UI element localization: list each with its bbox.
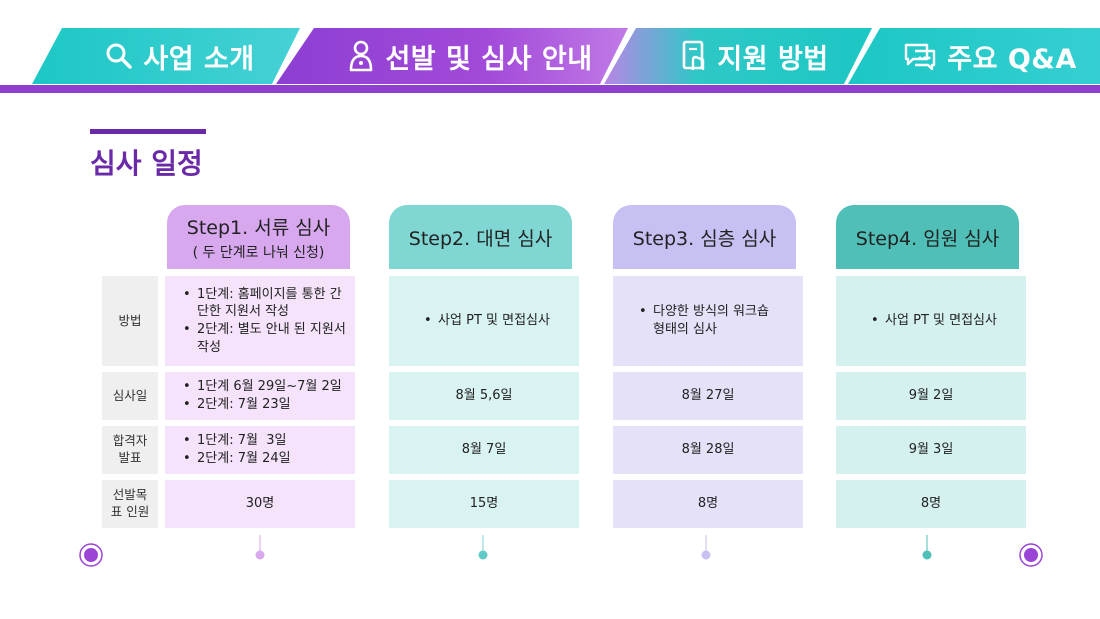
cell-step3-announce: 8월 28일 — [613, 426, 803, 474]
timeline-dot-step2 — [478, 550, 488, 560]
list-item: 2단계: 7월 24일 — [183, 450, 291, 468]
cell-step2-method: 사업 PT 및 면접심사 — [389, 276, 579, 366]
cell-step1-announce: 1단계: 7월 3일 2단계: 7월 24일 — [165, 426, 355, 474]
cell-step2-date: 8월 5,6일 — [389, 372, 579, 420]
tab-how-to-apply[interactable]: 지원 방법 — [660, 28, 850, 84]
chat-icon — [903, 41, 937, 71]
row-label-target: 선발목표 인원 — [102, 480, 158, 528]
row-label-review-date: 심사일 — [102, 372, 158, 420]
step1-title: Step1. 서류 심사 — [186, 216, 331, 239]
tab-selection-review[interactable]: 선발 및 심사 안내 — [330, 28, 610, 84]
cell-step3-method: 다양한 방식의 워크숍 형태의 심사 — [613, 276, 803, 366]
timeline — [79, 535, 1043, 567]
list-item: 1단계: 7월 3일 — [183, 432, 291, 450]
cell-step4-method: 사업 PT 및 면접심사 — [836, 276, 1026, 366]
list-item: 사업 PT 및 면접심사 — [424, 312, 550, 330]
search-icon — [105, 42, 133, 70]
cell-step1-target: 30명 — [165, 480, 355, 528]
list-item: 2단계: 7월 23일 — [183, 396, 342, 414]
row-label-method: 방법 — [102, 276, 158, 366]
section-title: 심사 일정 — [90, 147, 203, 180]
step4-title: Step4. 임원 심사 — [855, 227, 1000, 250]
step1-header: Step1. 서류 심사 ( 두 단계로 나눠 신청) — [167, 205, 350, 269]
tab-business-intro[interactable]: 사업 소개 — [80, 28, 280, 84]
cell-step1-date: 1단계 6월 29일~7월 2일 2단계: 7월 23일 — [165, 372, 355, 420]
step2-header: Step2. 대면 심사 — [389, 205, 572, 269]
step2-title: Step2. 대면 심사 — [408, 227, 553, 250]
step3-header: Step3. 심층 심사 — [613, 205, 796, 269]
list-item: 2단계: 별도 안내 된 지원서 작성 — [183, 321, 347, 356]
timeline-start-dot — [84, 548, 98, 562]
step4-header: Step4. 임원 심사 — [836, 205, 1019, 269]
tab-label: 주요 Q&A — [947, 43, 1077, 75]
timeline-end-dot — [1024, 548, 1038, 562]
cell-step2-announce: 8월 7일 — [389, 426, 579, 474]
cell-step4-target: 8명 — [836, 480, 1026, 528]
tab-label: 사업 소개 — [143, 43, 255, 75]
step1-subtitle: ( 두 단계로 나눠 신청) — [192, 244, 325, 261]
document-hand-icon — [681, 40, 707, 72]
tab-bar: 사업 소개 선발 및 심사 안내 지원 방법 주요 Q&A — [0, 0, 1100, 95]
person-lock-icon — [347, 40, 375, 72]
timeline-dot-step3 — [701, 550, 711, 560]
tab-faq[interactable]: 주요 Q&A — [895, 28, 1085, 84]
timeline-dot-step1 — [255, 550, 265, 560]
cell-step3-date: 8월 27일 — [613, 372, 803, 420]
cell-step2-target: 15명 — [389, 480, 579, 528]
cell-step1-method: 1단계: 홈페이지를 통한 간단한 지원서 작성 2단계: 별도 안내 된 지원… — [165, 276, 355, 366]
tab-label: 선발 및 심사 안내 — [385, 43, 593, 75]
cell-step3-target: 8명 — [613, 480, 803, 528]
row-label-announcement: 합격자 발표 — [102, 426, 158, 474]
list-item: 1단계 6월 29일~7월 2일 — [183, 378, 342, 396]
list-item: 1단계: 홈페이지를 통한 간단한 지원서 작성 — [183, 286, 347, 321]
tab-label: 지원 방법 — [717, 43, 829, 75]
cell-step4-announce: 9월 3일 — [836, 426, 1026, 474]
list-item: 사업 PT 및 면접심사 — [871, 312, 997, 330]
step3-title: Step3. 심층 심사 — [632, 227, 777, 250]
timeline-dot-step4 — [922, 550, 932, 560]
section-title-underline — [90, 129, 206, 134]
cell-step4-date: 9월 2일 — [836, 372, 1026, 420]
list-item: 다양한 방식의 워크숍 형태의 심사 — [639, 303, 783, 338]
